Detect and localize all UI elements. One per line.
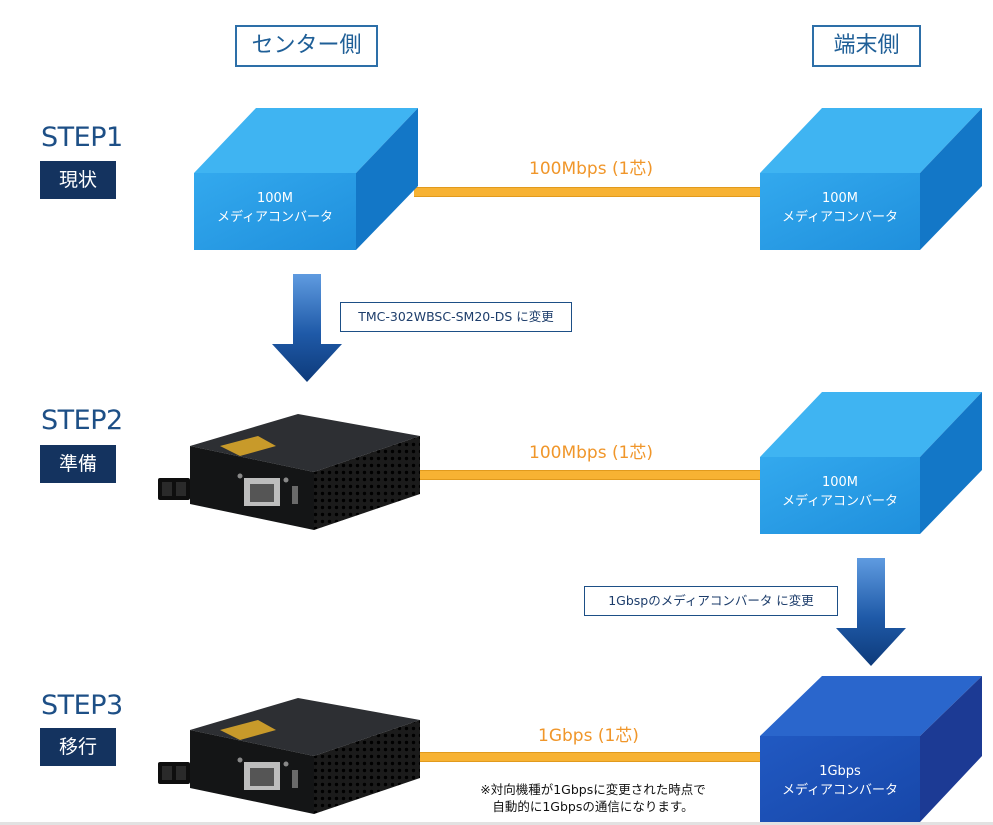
step2-cable-label: 100Mbps (1芯) bbox=[529, 443, 654, 463]
step1-cable-label: 100Mbps (1芯) bbox=[529, 159, 654, 179]
step1-center-converter-box bbox=[194, 108, 418, 250]
change-note-terminal: 1Gbspのメディアコンバータ に変更 bbox=[584, 586, 838, 616]
step3-title: STEP3 bbox=[41, 690, 123, 721]
down-arrow-center bbox=[272, 274, 342, 382]
step1-title: STEP1 bbox=[41, 122, 123, 153]
center-side-header: センター側 bbox=[235, 25, 378, 67]
step1-terminal-converter-label: 100M メディアコンバータ bbox=[760, 189, 920, 227]
footnote-line1: ※対向機種が1Gbpsに変更された時点で bbox=[480, 782, 706, 797]
step2-title: STEP2 bbox=[41, 405, 123, 436]
step1-cable bbox=[414, 187, 762, 197]
step2-terminal-converter-label: 100M メディアコンバータ bbox=[760, 473, 920, 511]
terminal-side-header: 端末側 bbox=[812, 25, 921, 67]
step3-media-converter-device bbox=[158, 698, 420, 814]
step1-center-converter-label: 100M メディアコンバータ bbox=[194, 189, 356, 227]
step3-cable bbox=[418, 752, 762, 762]
step1-terminal-converter-box bbox=[760, 108, 982, 250]
step3-terminal-converter-name: メディアコンバータ bbox=[781, 783, 899, 798]
step1-terminal-converter-speed: 100M bbox=[821, 191, 859, 206]
step3-terminal-converter-label: 1Gbps メディアコンバータ bbox=[760, 762, 920, 800]
step1-center-converter-name: メディアコンバータ bbox=[216, 210, 334, 225]
step2-badge: 準備 bbox=[40, 445, 116, 483]
step2-terminal-converter-box bbox=[760, 392, 982, 534]
step3-badge: 移行 bbox=[40, 728, 116, 766]
step3-terminal-converter-box bbox=[760, 676, 982, 822]
step3-cable-label: 1Gbps (1芯) bbox=[538, 726, 639, 746]
change-note-center: TMC-302WBSC-SM20-DS に変更 bbox=[340, 302, 572, 332]
down-arrow-terminal bbox=[836, 558, 906, 666]
footnote: ※対向機種が1Gbpsに変更された時点で 自動的に1Gbpsの通信になります。 bbox=[448, 781, 738, 815]
step2-terminal-converter-name: メディアコンバータ bbox=[781, 494, 899, 509]
step3-terminal-converter-speed: 1Gbps bbox=[819, 764, 861, 779]
bottom-divider bbox=[0, 822, 993, 825]
footnote-line2: 自動的に1Gbpsの通信になります。 bbox=[492, 799, 694, 814]
step2-media-converter-device bbox=[158, 414, 420, 530]
step1-badge: 現状 bbox=[40, 161, 116, 199]
step2-cable bbox=[418, 470, 762, 480]
step2-terminal-converter-speed: 100M bbox=[821, 475, 859, 490]
step1-center-converter-speed: 100M bbox=[256, 191, 294, 206]
step1-terminal-converter-name: メディアコンバータ bbox=[781, 210, 899, 225]
